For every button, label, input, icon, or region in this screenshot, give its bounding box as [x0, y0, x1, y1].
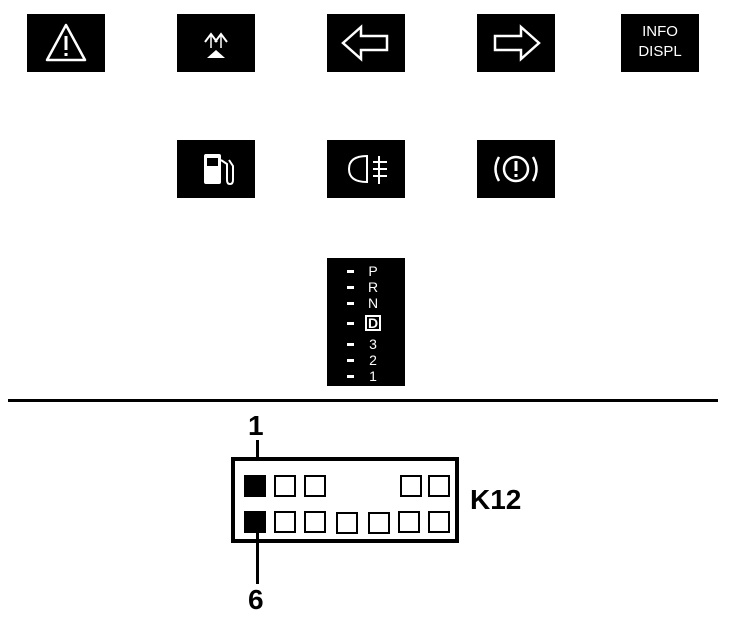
fuel-pump-icon [204, 154, 234, 186]
pin-6-leader-line [256, 526, 259, 584]
gear-row-p: P [327, 263, 405, 279]
gear-row-1: 1 [327, 368, 405, 384]
warning-triangle-icon [45, 23, 87, 62]
warning-tile [27, 14, 105, 72]
brake-warning-icon [494, 155, 538, 183]
rear-fog-tile [327, 140, 405, 198]
gear-dash [347, 375, 354, 378]
pin-6-callout: 6 [248, 584, 264, 615]
connector-pin-6 [244, 511, 266, 533]
left-arrow-icon [341, 24, 389, 62]
info-display-label: INFO DISPL [621, 22, 699, 62]
gear-dash [347, 302, 354, 305]
upshift-arrows-icon [204, 32, 228, 58]
gear-row-3: 3 [327, 336, 405, 352]
gear-letter-d-selected: D [365, 315, 381, 331]
gear-dash [347, 322, 354, 325]
info-display-tile: INFO DISPL [621, 14, 699, 72]
section-divider [8, 399, 718, 402]
pin-1-callout: 1 [248, 410, 264, 441]
gear-letter-3: 3 [369, 336, 377, 352]
gear-dash [347, 286, 354, 289]
connector-pin [428, 511, 450, 533]
right-arrow-icon [493, 24, 541, 62]
connector-pin-1 [244, 475, 266, 497]
gear-letter-p: P [368, 263, 378, 279]
connector-pin [336, 512, 358, 534]
gear-dash [347, 343, 354, 346]
fuel-tile [177, 140, 255, 198]
gear-indicator: P R N D 3 2 1 [327, 258, 405, 386]
gear-row-d: D [327, 315, 405, 331]
gear-row-2: 2 [327, 352, 405, 368]
gear-letter-2: 2 [369, 352, 377, 368]
connector-pin [368, 512, 390, 534]
gear-letter-r: R [367, 279, 379, 295]
connector-pin [274, 475, 296, 497]
rear-fog-lamp-icon [347, 154, 387, 184]
connector-name-label: K12 [470, 484, 522, 515]
gear-row-r: R [327, 279, 405, 295]
brake-tile [477, 140, 555, 198]
upshift-tile [177, 14, 255, 72]
connector-pin [274, 511, 296, 533]
info-display-line2: DISPL [638, 43, 682, 60]
connector-pin [400, 475, 422, 497]
gear-dash [347, 270, 354, 273]
connector-pin [304, 511, 326, 533]
connector-pin [428, 475, 450, 497]
info-display-line1: INFO [642, 23, 678, 40]
left-turn-tile [327, 14, 405, 72]
gear-dash [347, 359, 354, 362]
gear-letter-1: 1 [369, 368, 377, 384]
connector-pin [304, 475, 326, 497]
gear-row-n: N [327, 295, 405, 311]
right-turn-tile [477, 14, 555, 72]
connector-pin [398, 511, 420, 533]
gear-letter-n: N [367, 295, 379, 311]
connector-k12 [231, 457, 459, 543]
